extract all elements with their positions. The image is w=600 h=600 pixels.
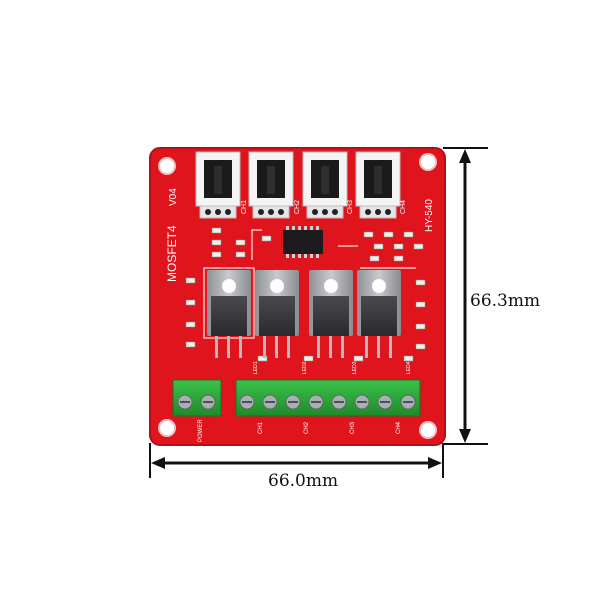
input-header-2: CH2 xyxy=(248,151,301,219)
driver-ic xyxy=(283,226,323,258)
board-model-label: HY-540 xyxy=(424,199,435,232)
output-terminal-2-label: CH2 xyxy=(304,421,310,434)
input-header-4: CH4 xyxy=(355,151,407,219)
width-dimension xyxy=(149,443,444,478)
led-2-label: LED2 xyxy=(302,361,308,374)
mounting-hole-top-right xyxy=(419,153,437,171)
mosfet-4 xyxy=(357,270,401,358)
output-terminal-3-label: CH3 xyxy=(350,421,356,434)
mounting-hole-bottom-right xyxy=(419,421,437,439)
board-name-label: MOSFET4 xyxy=(165,225,179,282)
width-dimension-label: 66.0mm xyxy=(268,471,338,491)
power-terminal-label: POWER xyxy=(198,419,204,442)
led-4-label: LED4 xyxy=(406,361,412,374)
input-header-3: CH3 xyxy=(302,151,354,219)
input-header-1: CH1 xyxy=(195,151,248,219)
height-dimension-label: 66.3mm xyxy=(470,291,540,311)
input-header-1-label: CH1 xyxy=(241,200,248,214)
led-3-label: LED3 xyxy=(352,361,358,374)
mosfet-array xyxy=(207,270,401,358)
input-header-2-label: CH2 xyxy=(294,200,301,214)
height-dimension xyxy=(443,147,488,445)
input-header-3-label: CH3 xyxy=(347,200,354,214)
mosfet-3 xyxy=(309,270,353,358)
input-headers: CH1 CH2 CH3 CH4 xyxy=(195,151,407,219)
output-terminal-1-label: CH1 xyxy=(258,421,264,434)
output-terminal-4-label: CH4 xyxy=(396,421,402,434)
mosfet-2 xyxy=(255,270,299,358)
mounting-hole-bottom-left xyxy=(158,419,176,437)
mounting-hole-top-left xyxy=(158,157,176,175)
led-1-label: LED1 xyxy=(253,361,259,374)
led-labels: LED1 LED2 LED3 LED4 xyxy=(253,361,412,374)
input-header-4-label: CH4 xyxy=(400,200,407,214)
board-version-label: V04 xyxy=(168,188,179,206)
mosfet-1 xyxy=(207,270,251,358)
power-terminal: POWER xyxy=(172,379,222,442)
output-terminals: CH1 CH2 CH3 CH4 xyxy=(235,379,421,434)
smd-components xyxy=(185,227,426,362)
